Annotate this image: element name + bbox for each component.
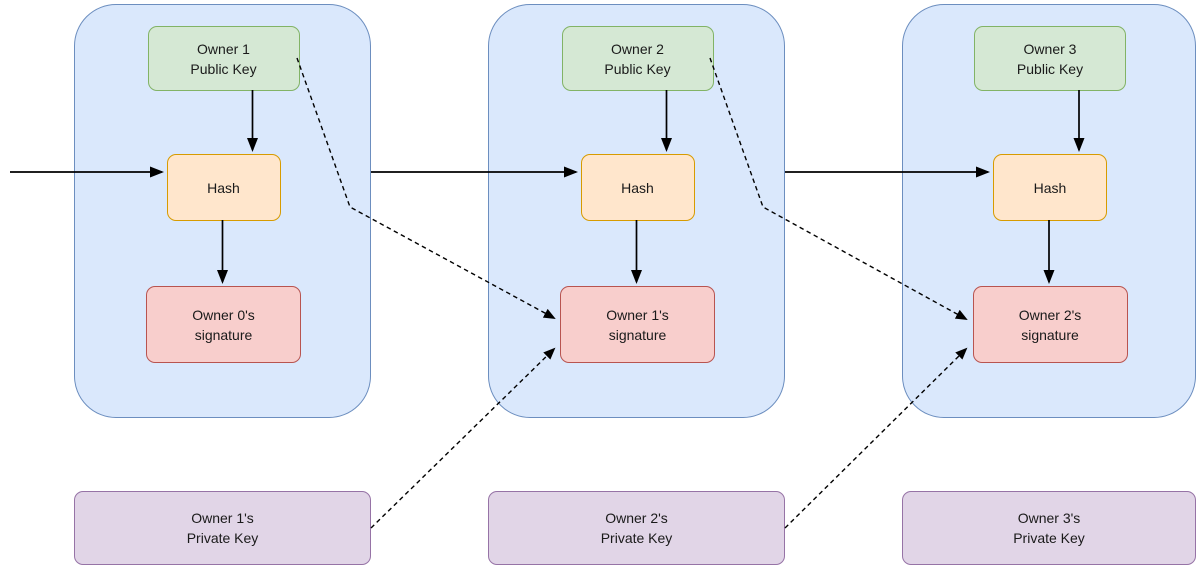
hash-label: Hash — [207, 179, 240, 196]
public-key-node-2: Owner 2 Public Key — [561, 26, 714, 91]
hash-label: Hash — [1033, 179, 1067, 196]
signature-node-2: Owner 1's signature — [560, 286, 715, 363]
private-key-label-line1: Owner 3's — [1017, 510, 1081, 526]
private-key-label-line2: Private Key — [600, 530, 673, 546]
private-key-label-line2: Private Key — [186, 530, 259, 546]
private-key-node-1: Owner 1's Private Key — [74, 491, 371, 565]
hash-label: Hash — [621, 179, 654, 196]
public-key-label-line2: Public Key — [604, 60, 671, 77]
public-key-label-line1: Owner 1 — [197, 40, 250, 57]
private-key-node-3: Owner 3's Private Key — [902, 491, 1196, 565]
public-key-label-line2: Public Key — [1016, 60, 1084, 77]
private-key-label-line1: Owner 1's — [191, 510, 254, 526]
signature-node-3: Owner 2's signature — [972, 286, 1128, 363]
private-key-label-line1: Owner 2's — [605, 510, 668, 526]
signature-label-line2: signature — [1021, 326, 1079, 343]
public-key-node-3: Owner 3 Public Key — [974, 26, 1126, 91]
private-key-label-line2: Private Key — [1013, 530, 1085, 546]
signature-label-line1: Owner 0's — [192, 306, 255, 323]
hash-node-3: Hash — [993, 154, 1107, 221]
signature-label-line2: signature — [194, 326, 253, 343]
public-key-label-line1: Owner 3 — [1023, 40, 1077, 57]
public-key-label-line1: Owner 2 — [611, 40, 664, 57]
signature-label-line1: Owner 1's — [606, 306, 669, 323]
public-key-node-1: Owner 1 Public Key — [147, 26, 300, 91]
transaction-container-3: Owner 3 Public Key Hash Owner 2's signat… — [902, 4, 1196, 418]
signature-node-1: Owner 0's signature — [146, 286, 301, 363]
private-key-node-2: Owner 2's Private Key — [488, 491, 785, 565]
transaction-container-1: Owner 1 Public Key Hash Owner 0's signat… — [74, 4, 371, 418]
signature-label-line1: Owner 2's — [1018, 306, 1082, 323]
hash-node-1: Hash — [166, 154, 281, 221]
hash-node-2: Hash — [580, 154, 695, 221]
signature-label-line2: signature — [608, 326, 667, 343]
transaction-container-2: Owner 2 Public Key Hash Owner 1's signat… — [488, 4, 785, 418]
public-key-label-line2: Public Key — [190, 60, 257, 77]
